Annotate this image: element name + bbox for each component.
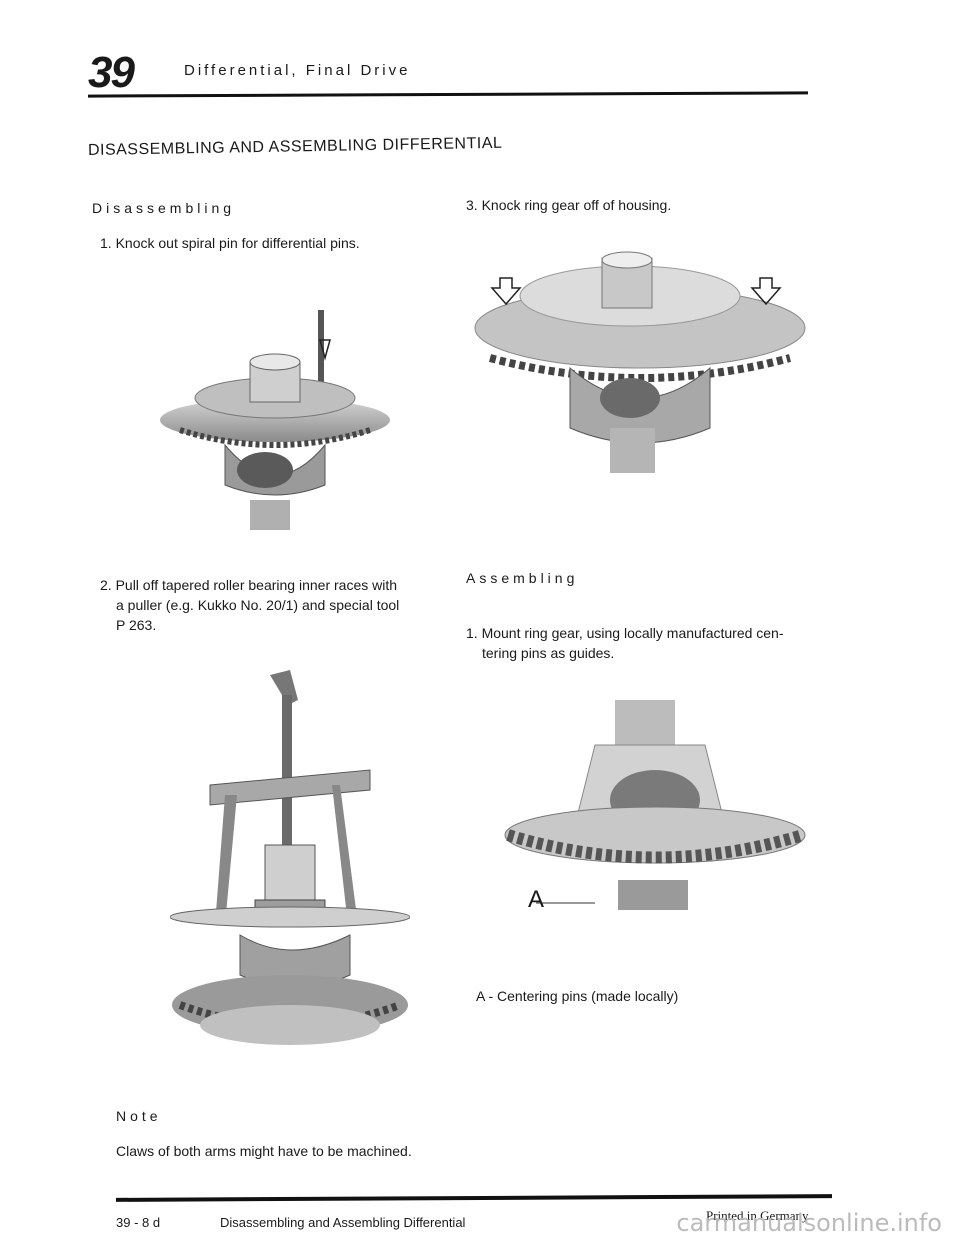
chapter-title: Differential, Final Drive (184, 62, 411, 79)
disassembly-step-2-line-2: a puller (e.g. Kukko No. 20/1) and speci… (116, 597, 400, 613)
assembly-step-1-line-2: tering pins as guides. (482, 645, 615, 661)
disassembling-subhead: Disassembling (92, 200, 236, 216)
assembly-step-1-line-1: 1. Mount ring gear, using locally manufa… (466, 625, 784, 641)
figure-legend-a: A - Centering pins (made locally) (476, 988, 679, 1004)
disassembly-step-2-line-1: 2. Pull off tapered roller bearing inner… (100, 577, 398, 593)
watermark: carmanualsonline.info (676, 1209, 942, 1237)
figure-ring-gear-mounting (504, 700, 806, 910)
assembling-subhead: Assembling (466, 570, 579, 586)
figure-label-a: A (528, 886, 545, 913)
figure-ring-gear-removal (474, 251, 806, 473)
printed-in: Printed in Germany (706, 1208, 809, 1223)
page-number: 39 - 8 d (116, 1215, 161, 1230)
footer-rule (115, 1194, 833, 1202)
disassembly-step-2-line-3: P 263. (116, 617, 157, 633)
page-title: DISASSEMBLING AND ASSEMBLING DIFFERENTIA… (87, 134, 503, 159)
footer-title: Disassembling and Assembling Differentia… (220, 1215, 466, 1230)
note-title: Note (116, 1108, 162, 1124)
disassembly-step-3: 3. Knock ring gear off of housing. (466, 197, 672, 213)
figure-bearing-puller (170, 670, 410, 1045)
chapter-number: 39 (88, 48, 135, 97)
disassembly-step-1: 1. Knock out spiral pin for differential… (100, 235, 360, 251)
note-text: Claws of both arms might have to be mach… (116, 1143, 412, 1159)
header-rule (87, 91, 809, 98)
figure-spiral-pin (160, 310, 390, 530)
